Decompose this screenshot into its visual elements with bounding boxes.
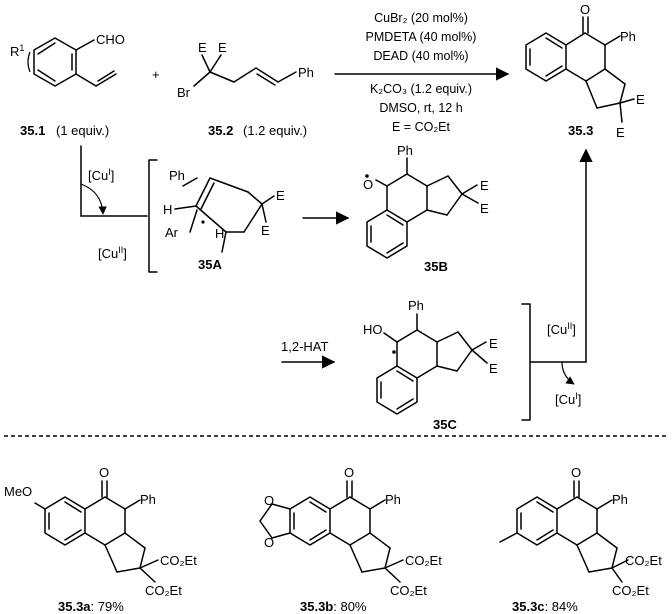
condition-solvent: DMSO, rt, 12 h (379, 101, 462, 115)
example-35-3c: O Ph CO₂Et CO₂Et (499, 465, 662, 598)
e-label: E (489, 336, 498, 351)
ho-label: HO (363, 322, 383, 337)
e-label: E (261, 223, 270, 238)
intermediate-35B: O Ph E E (363, 143, 489, 259)
ph-label: Ph (397, 143, 413, 158)
intermediate-35C: HO Ph E E (363, 298, 498, 415)
intermediate-35B-id: 35B (424, 259, 448, 274)
ester-label: CO₂Et (160, 553, 197, 568)
o-label: O (264, 535, 274, 550)
condition-base: K₂CO₃ (1.2 equiv.) (370, 82, 472, 96)
ester-label: CO₂Et (612, 583, 649, 598)
compound-35-2: E E Br Ph (177, 40, 314, 100)
e-label: E (276, 188, 285, 203)
intermediate-35A-id: 35A (198, 257, 222, 272)
o-label: O (344, 465, 354, 480)
condition-additive: DEAD (40 mol%) (373, 49, 468, 63)
compound-35-1: CHO R1 (10, 32, 125, 87)
r1-label: R1 (10, 43, 24, 59)
hat-label: 1,2-HAT (281, 339, 328, 354)
cu-ii-label: [CuII] (547, 321, 576, 337)
condition-e-definition: E = CO₂Et (392, 120, 451, 134)
ester-label: CO₂Et (145, 583, 182, 598)
cu-i-label: [CuI] (88, 167, 114, 183)
meo-label: MeO (4, 484, 32, 499)
curved-arrow (561, 361, 575, 385)
compound-35-2-id: 35.2 (208, 123, 233, 138)
ester-label: CO₂Et (390, 583, 427, 598)
carbonyl-o-label: O (580, 2, 590, 17)
compound-35-1-amount: (1 equiv.) (56, 123, 109, 138)
ph-label: Ph (620, 29, 636, 44)
ph-label: Ph (385, 492, 401, 507)
cho-label: CHO (96, 32, 125, 47)
bracket-right (521, 303, 531, 421)
example-35-3b: O O O Ph CO₂Et CO₂Et (259, 465, 442, 598)
e-label: E (218, 40, 227, 55)
compound-35-1-id: 35.1 (20, 123, 45, 138)
e-label: E (480, 201, 489, 216)
o-label: O (99, 465, 109, 480)
cu-i-label: [CuI] (555, 391, 581, 407)
intermediate-35C-id: 35C (433, 417, 457, 432)
example-35-3a: MeO O Ph CO₂Et CO₂Et (4, 465, 197, 598)
compound-35-3-id: 35.3 (568, 123, 593, 138)
cu-ii-label: [CuII] (98, 245, 127, 261)
condition-catalyst: CuBr₂ (20 mol%) (374, 11, 468, 25)
o-label: O (571, 465, 581, 480)
ph-label: Ph (169, 168, 185, 183)
example-35-3a-caption: 35.3a: 79% (58, 599, 124, 614)
intermediate-35A: Ph H Ar H E E (163, 168, 285, 253)
curved-arrow (80, 183, 107, 215)
o-label: O (363, 177, 373, 192)
e-label: E (480, 178, 489, 193)
ph-label: Ph (408, 298, 424, 313)
h-label: H (215, 226, 224, 241)
compound-35-3: O Ph E E (525, 2, 645, 140)
plus-sign: + (152, 67, 160, 82)
example-35-3b-caption: 35.3b: 80% (300, 599, 367, 614)
e-label: E (636, 92, 645, 107)
h-label: H (163, 202, 172, 217)
ph-label: Ph (612, 492, 628, 507)
condition-ligand: PMDETA (40 mol%) (366, 30, 477, 44)
e-label: E (489, 361, 498, 376)
br-label: Br (177, 85, 191, 100)
ester-label: CO₂Et (625, 553, 662, 568)
o-label: O (264, 493, 274, 508)
ar-label: Ar (165, 225, 179, 240)
bracket-left (148, 159, 158, 273)
e-label: E (616, 125, 625, 140)
example-35-3c-caption: 35.3c: 84% (512, 599, 578, 614)
compound-35-2-amount: (1.2 equiv.) (243, 123, 307, 138)
ester-label: CO₂Et (405, 553, 442, 568)
ph-label: Ph (140, 492, 156, 507)
ph-label: Ph (298, 65, 314, 80)
e-label: E (198, 40, 207, 55)
